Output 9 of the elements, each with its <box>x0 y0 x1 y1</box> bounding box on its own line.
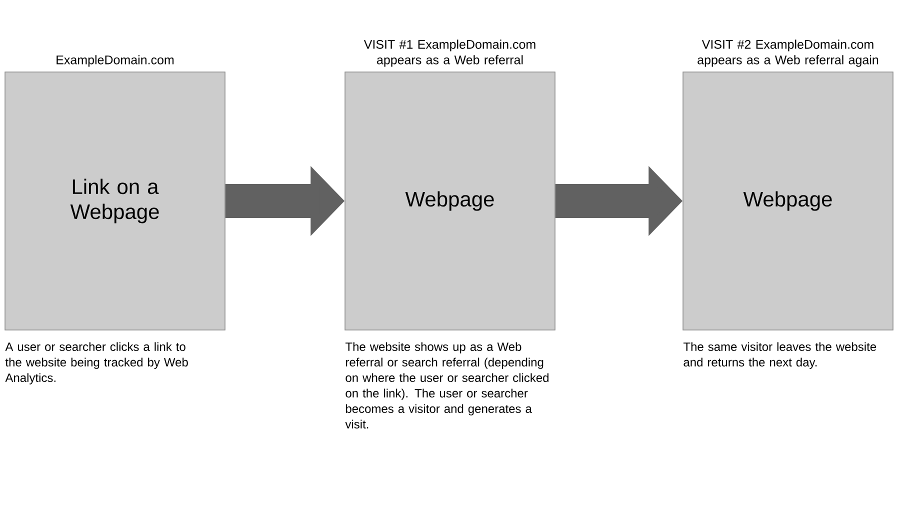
box-heading: VISIT #1 ExampleDomain.com appears as a Web referral <box>364 40 536 67</box>
description-text: The same visitor leaves the website and returns the next day. <box>683 342 876 369</box>
description-text: A user or searcher clicks a link to the website being tracked by Web Analytics. <box>5 342 188 384</box>
box-heading: ExampleDomain.com <box>56 55 174 67</box>
box-heading: VISIT #2 ExampleDomain.com appears as a Web referral again <box>698 40 878 67</box>
process-box: Webpage <box>344 72 556 330</box>
process-box: Link on a Webpage <box>4 72 226 330</box>
process-box: Webpage <box>682 72 894 330</box>
description-text: The website shows up as a Web referral or search referral (depending on where the user or searcher clicked on the link). The user or searcher becomes a visitor and generates a visit. <box>345 342 548 428</box>
